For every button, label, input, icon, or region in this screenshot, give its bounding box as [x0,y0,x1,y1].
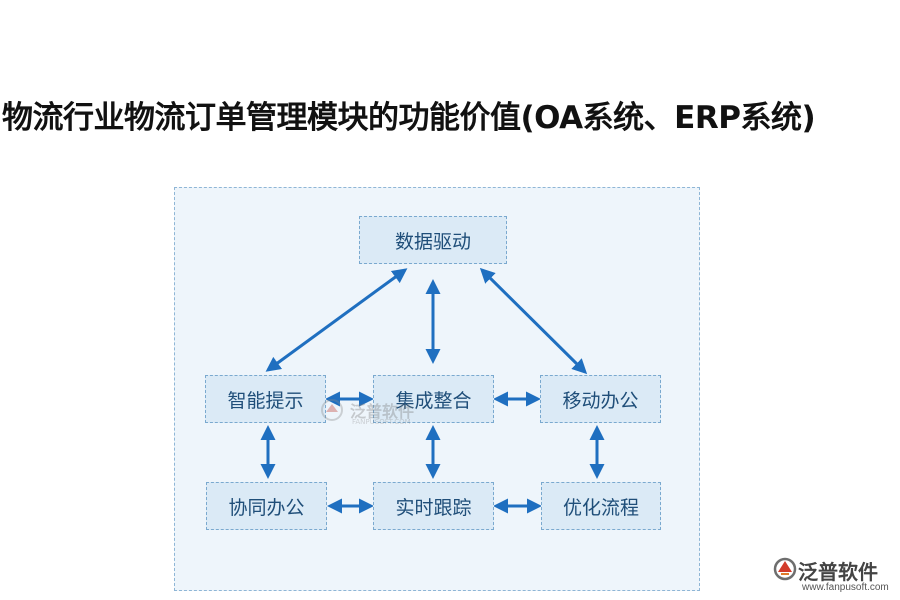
brand-logo: 泛普软件 www.fanpusoft.com [772,554,896,598]
arrow-data-mobile [479,267,588,375]
brand-url: www.fanpusoft.com [802,582,889,593]
node-optimize-process: 优化流程 [541,482,661,530]
fanpu-logo-icon [773,557,797,581]
page-title: 物流行业物流订单管理模块的功能价值(OA系统、ERP系统) [2,100,816,136]
node-collab-office: 协同办公 [206,482,327,530]
node-realtime-tracking: 实时跟踪 [373,482,494,530]
watermark-logo-icon [321,399,343,421]
watermark: 泛普软件 FANPUSOFT.COM [318,398,415,426]
node-mobile-office: 移动办公 [540,375,661,423]
watermark-text: 泛普软件 [350,402,415,421]
node-smart-hint: 智能提示 [205,375,326,423]
node-integration: 集成整合 [373,375,494,423]
node-data-driven: 数据驱动 [359,216,507,264]
brand-name: 泛普软件 [798,560,878,584]
watermark-sub: FANPUSOFT.COM [352,418,411,426]
arrow-data-smart [265,268,408,372]
